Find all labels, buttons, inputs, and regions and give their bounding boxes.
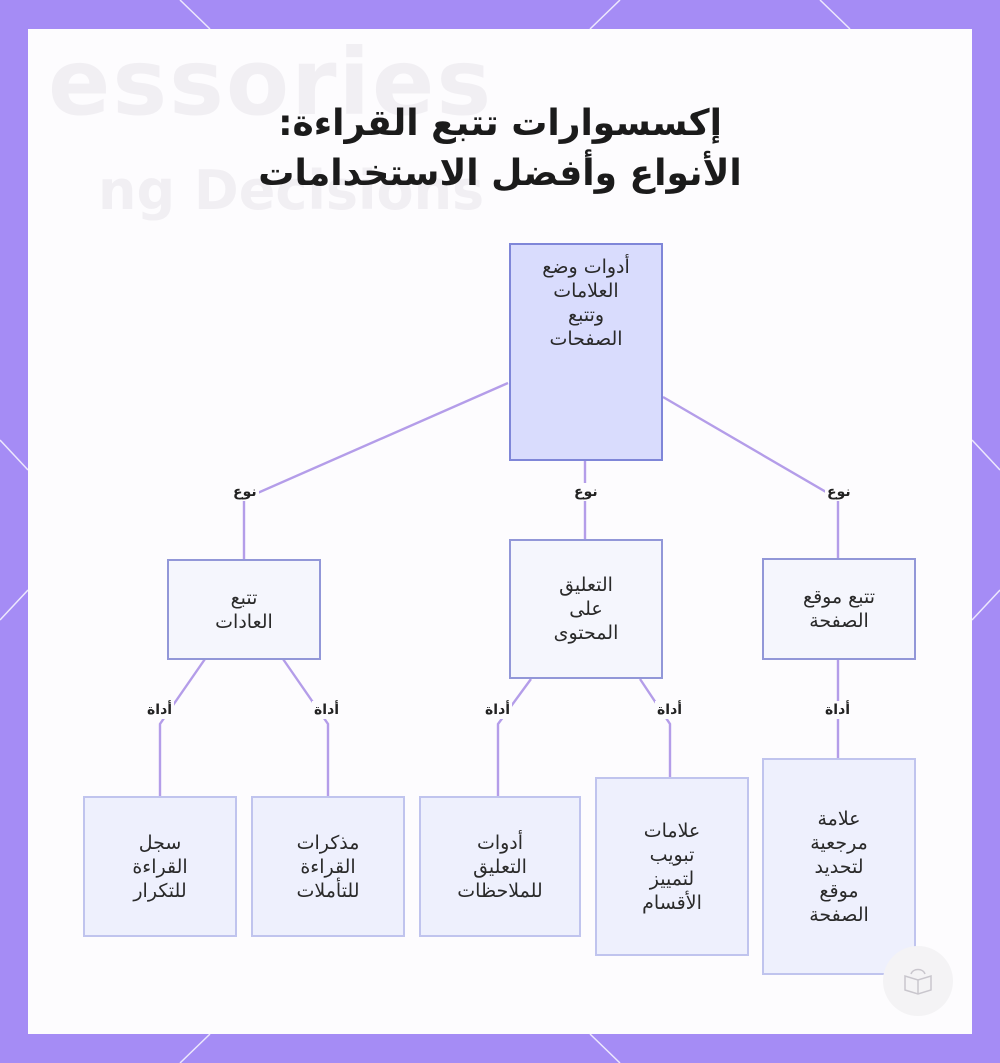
node-reading-log: سجل القراءة للتكرار bbox=[83, 796, 237, 937]
edge-label-type-habit: نوع bbox=[231, 483, 259, 501]
edge-label-tool-bookmark: أداة bbox=[823, 701, 853, 719]
edge-root-page bbox=[662, 395, 840, 558]
edge-root-habit bbox=[242, 381, 509, 559]
edge-habit-notes bbox=[282, 658, 330, 796]
edge-label-tool-log: أداة bbox=[145, 701, 175, 719]
edge-label-tool-tabs: أداة bbox=[655, 701, 685, 719]
edge-label-tool-annotation: أداة bbox=[483, 701, 513, 719]
title-line2: الأنواع وأفضل الاستخدامات bbox=[258, 153, 742, 194]
watermark-line1: essories bbox=[48, 29, 494, 136]
node-page-position: تتبع موقع الصفحة bbox=[762, 558, 916, 660]
node-content-annotation: التعليق على المحتوى bbox=[509, 539, 663, 679]
node-habit-tracking: تتبع العادات bbox=[167, 559, 321, 660]
diagram-card: essories ng Decisions إكسسوارات تتبع الق… bbox=[28, 29, 972, 1034]
edge-habit-log bbox=[158, 658, 206, 796]
edge-label-tool-notes: أداة bbox=[312, 701, 342, 719]
page-title: إكسسوارات تتبع القراءة: الأنواع وأفضل ال… bbox=[28, 99, 972, 199]
edge-label-type-content: نوع bbox=[572, 483, 600, 501]
edge-content-annotation bbox=[496, 678, 532, 796]
edge-label-type-page: نوع bbox=[825, 483, 853, 501]
node-bookmark: علامة مرجعية لتحديد موقع الصفحة bbox=[762, 758, 916, 975]
node-annotation-tools: أدوات التعليق للملاحظات bbox=[419, 796, 581, 937]
node-root: أدوات وضع العلامات وتتبع الصفحات bbox=[509, 243, 663, 461]
book-logo-icon bbox=[883, 946, 953, 1016]
book-logo-graphic bbox=[904, 968, 932, 995]
watermark-line2: ng Decisions bbox=[98, 159, 485, 222]
edge-content-tabs bbox=[639, 678, 672, 777]
node-tab-markers: علامات تبويب لتمييز الأقسام bbox=[595, 777, 749, 956]
node-reading-notes: مذكرات القراءة للتأملات bbox=[251, 796, 405, 937]
title-line1: إكسسوارات تتبع القراءة: bbox=[278, 103, 722, 144]
